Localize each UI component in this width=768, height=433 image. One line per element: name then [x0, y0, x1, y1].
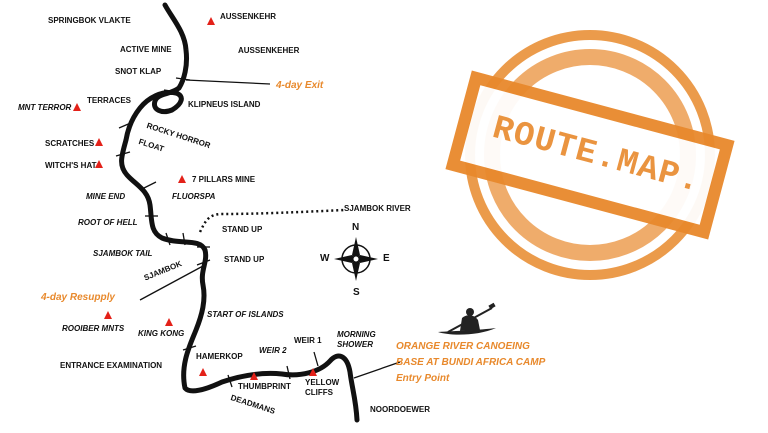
label-king-kong: KING KONG — [138, 329, 185, 338]
label-base-line-2: BASE AT BUNDI AFRICA CAMP — [396, 357, 546, 368]
label-aussenkehr: AUSSENKEHR — [220, 12, 277, 21]
label-active-mine: ACTIVE MINE — [120, 45, 172, 54]
label-start-of-islands: START OF ISLANDS — [207, 310, 284, 319]
label-rooiber-mnts: ROOIBER MNTS — [62, 324, 125, 333]
orange-river-path — [119, 2, 360, 423]
sjambok-river-path — [198, 208, 346, 233]
label-thumbprint: THUMBPRINT — [238, 382, 291, 391]
compass-e: E — [383, 253, 390, 264]
mountain-peak-icon — [199, 368, 207, 376]
rapid-markers — [115, 77, 319, 388]
mountain-peak-icon — [250, 372, 258, 380]
mountain-peak-icon — [165, 318, 173, 326]
label-snot-klap: SNOT KLAP — [115, 67, 162, 76]
label-weir-2: WEIR 2 — [259, 346, 287, 355]
label-scratches: SCRATCHES — [45, 139, 95, 148]
label-springbok-vlakte: SPRINGBOK VLAKTE — [48, 16, 131, 25]
label-fluorspa: FLUORSPA — [172, 192, 216, 201]
label-yellow-cliffs: YELLOW CLIFFS — [305, 378, 340, 398]
mountain-peak-icon — [95, 160, 103, 168]
label-entry-point: Entry Point — [396, 373, 450, 384]
label-4-day-exit: 4-day Exit — [276, 80, 324, 91]
label-mine-end: MINE END — [86, 192, 126, 201]
label-sjambok-river: SJAMBOK RIVER — [344, 204, 411, 213]
compass-rose-icon — [334, 237, 378, 281]
compass-n: N — [352, 222, 360, 233]
label-entrance-examination: ENTRANCE EXAMINATION — [60, 361, 163, 370]
label-sjambok-tail: SJAMBOK TAIL — [93, 249, 153, 258]
label-noordoewer: NOORDOEWER — [370, 405, 430, 414]
label-witchs-hat: WITCH'S HAT — [45, 161, 97, 170]
label-7-pillars-mine: 7 PILLARS MINE — [192, 175, 256, 184]
label-klipneus-island: KLIPNEUS ISLAND — [188, 100, 261, 109]
route-map-stamp — [445, 30, 735, 280]
kayaker-icon — [438, 302, 496, 335]
label-root-of-hell: ROOT OF HELL — [78, 218, 138, 227]
label-4-day-resupply: 4-day Resupply — [41, 292, 115, 303]
compass-s: S — [353, 287, 360, 298]
label-stand-up-2: STAND UP — [224, 255, 265, 264]
label-terraces: TERRACES — [87, 96, 132, 105]
label-weir-1: WEIR 1 — [294, 336, 322, 345]
label-base-line-1: ORANGE RIVER CANOEING — [396, 341, 530, 352]
leader-lines — [139, 79, 401, 379]
label-hamerkop: HAMERKOP — [196, 352, 243, 361]
compass-w: W — [320, 253, 330, 264]
label-stand-up-1: STAND UP — [222, 225, 263, 234]
mountain-peak-icon — [73, 103, 81, 111]
mountain-peak-icon — [104, 311, 112, 319]
label-aussenkeher: AUSSENKEHER — [238, 46, 300, 55]
mountain-peak-icon — [207, 17, 215, 25]
mountain-peak-icon — [95, 138, 103, 146]
mountain-peak-icon — [178, 175, 186, 183]
label-mnt-terror: MNT TERROR — [18, 103, 72, 112]
label-morning-shower: MORNING SHOWER — [337, 330, 376, 350]
mountain-peak-icon — [309, 368, 317, 376]
